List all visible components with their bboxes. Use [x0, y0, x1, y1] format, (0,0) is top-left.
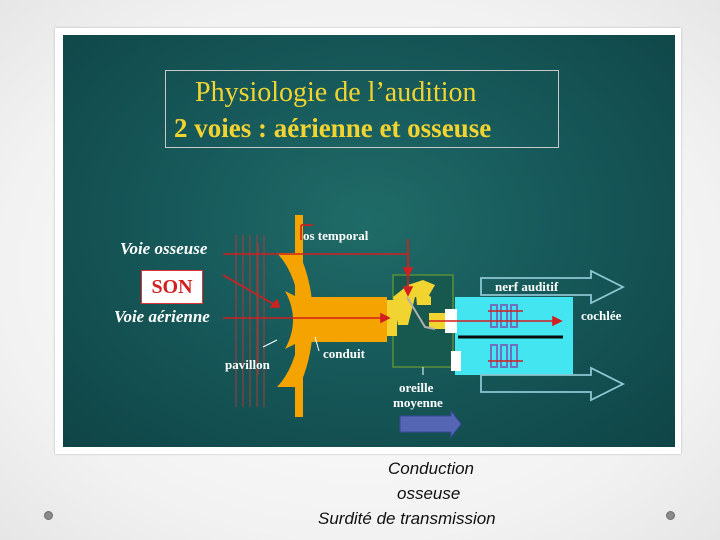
- label-pavillon: pavillon: [225, 357, 270, 372]
- label-os-temporal: os temporal: [303, 228, 369, 243]
- left-bullet-dot: [44, 511, 53, 520]
- title-line-2: 2 voies : aérienne et osseuse: [174, 113, 492, 143]
- title-line-1: Physiologie de l’audition: [195, 77, 477, 108]
- leader-lines: [262, 336, 424, 375]
- right-bullet-dot: [666, 511, 675, 520]
- label-conduit: conduit: [323, 346, 365, 361]
- ear-diagram: [222, 215, 626, 439]
- caption-line-2: osseuse: [397, 484, 461, 503]
- blue-right-arrow-icon: [399, 409, 462, 439]
- label-oreille: oreille: [399, 380, 434, 395]
- label-voie-aerienne: Voie aérienne: [114, 307, 210, 326]
- cochlea-shape: [445, 297, 573, 375]
- outline-arrow-shapes: [480, 269, 626, 402]
- signal-arrows: [222, 224, 563, 327]
- label-cochlee: cochlée: [581, 308, 622, 323]
- caption-line-1: Conduction: [388, 459, 475, 478]
- label-voie-osseuse: Voie osseuse: [120, 239, 208, 258]
- bone-vibration-lines: [235, 235, 265, 407]
- diagram-panel: Physiologie de l’audition 2 voies : aéri…: [63, 35, 675, 447]
- caption-line-3: Surdité de transmission: [318, 509, 496, 528]
- label-nerf-auditif: nerf auditif: [495, 279, 559, 294]
- outer-ear-shape: [277, 215, 387, 417]
- label-moyenne: moyenne: [393, 395, 443, 410]
- son-box: SON: [141, 270, 203, 304]
- diagram-title-box: Physiologie de l’audition 2 voies : aéri…: [165, 70, 559, 148]
